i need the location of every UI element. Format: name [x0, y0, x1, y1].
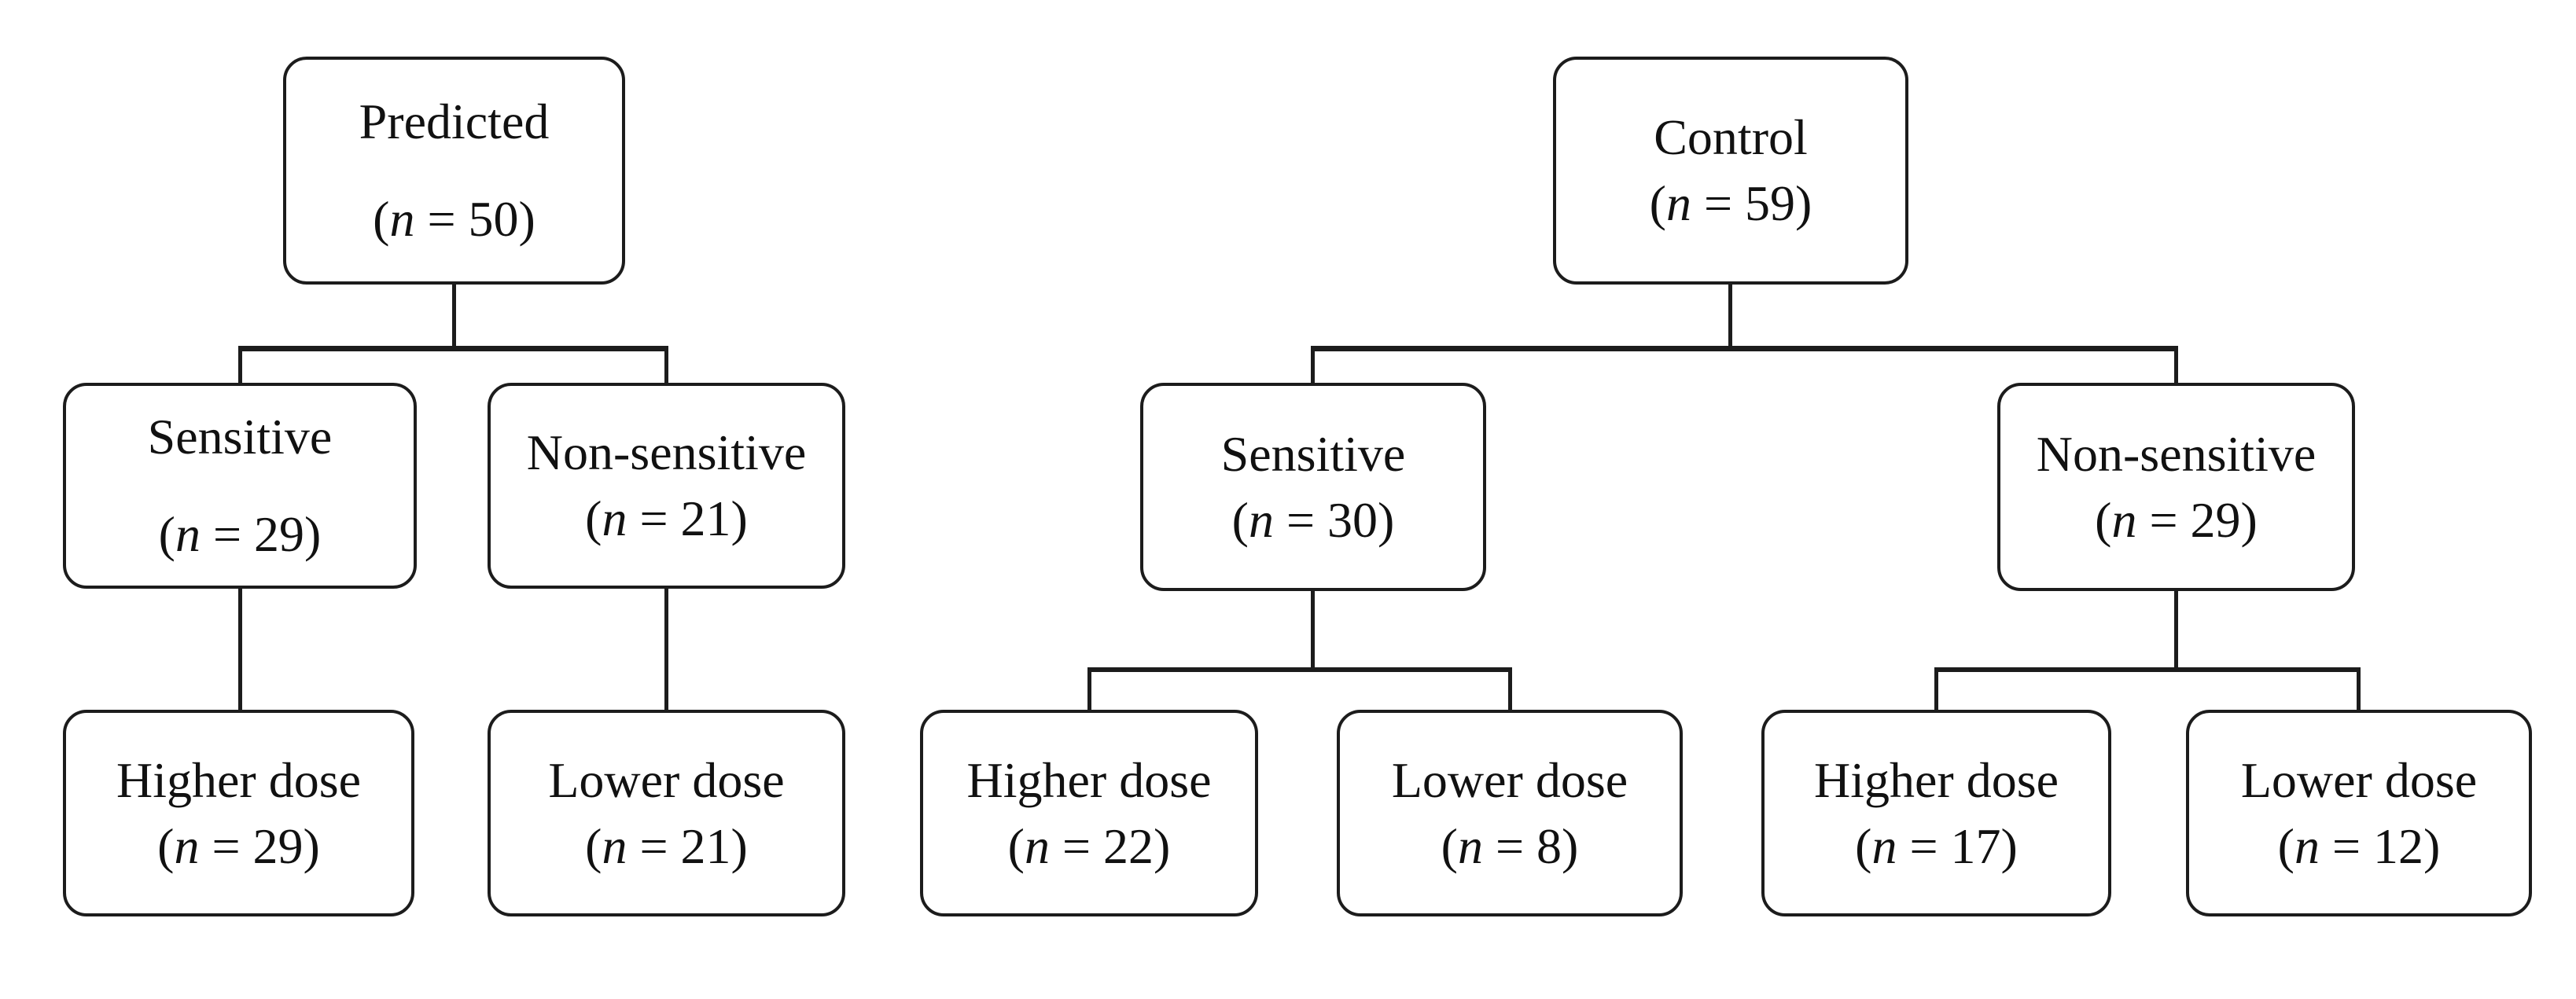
node-label: Sensitive: [147, 409, 333, 465]
node-label: Higher dose: [116, 751, 362, 808]
node-count: (n = 8): [1441, 817, 1579, 874]
connector-to-sensitive-predicted: [238, 346, 242, 383]
node-count: (n = 22): [1007, 817, 1171, 874]
connector-sensitive-control-split: [1087, 667, 1512, 672]
node-higher-predicted: Higher dose (n = 29): [63, 710, 414, 916]
node-nonsensitive-predicted: Non-sensitive (n = 21): [488, 383, 845, 589]
node-lower-predicted: Lower dose (n = 21): [488, 710, 845, 916]
node-predicted: Predicted (n = 50): [283, 57, 625, 285]
connector-to-nonsensitive-predicted: [664, 346, 668, 383]
connector-predicted-split: [238, 346, 668, 351]
connector-to-lower-nonsensitive-control: [2357, 667, 2361, 710]
connector-to-higher-nonsensitive-control: [1934, 667, 1938, 710]
node-label: Predicted: [359, 94, 550, 150]
node-count: (n = 21): [585, 817, 748, 874]
node-label: Higher dose: [1813, 751, 2059, 808]
node-count: (n = 59): [1649, 175, 1812, 231]
node-label: Non-sensitive: [526, 424, 807, 481]
node-lower-sensitive-control: Lower dose (n = 8): [1337, 710, 1683, 916]
node-count: (n = 21): [585, 490, 748, 546]
connector-to-lower-sensitive-control: [1508, 667, 1512, 710]
connector-control-split: [1311, 346, 2178, 351]
connector-to-higher-sensitive-control: [1087, 667, 1091, 710]
connector-sensitive-to-higher: [238, 589, 242, 710]
node-sensitive-control: Sensitive (n = 30): [1140, 383, 1486, 591]
node-label: Control: [1654, 109, 1808, 166]
node-label: Sensitive: [1220, 425, 1406, 482]
connector-predicted-stem: [452, 283, 456, 349]
node-label: Lower dose: [548, 751, 785, 808]
node-count: (n = 29): [2095, 491, 2258, 548]
connector-sensitive-control-stem: [1311, 591, 1315, 671]
connector-nonsensitive-control-stem: [2174, 591, 2178, 671]
node-count: (n = 29): [158, 506, 322, 562]
node-label: Lower dose: [2240, 751, 2478, 808]
node-count: (n = 12): [2277, 817, 2441, 874]
node-label: Lower dose: [1391, 751, 1628, 808]
node-control: Control (n = 59): [1553, 57, 1908, 285]
node-lower-nonsensitive-control: Lower dose (n = 12): [2186, 710, 2532, 916]
connector-nonsensitive-control-split: [1934, 667, 2361, 672]
connector-control-stem: [1728, 283, 1732, 349]
node-higher-sensitive-control: Higher dose (n = 22): [920, 710, 1258, 916]
node-count: (n = 17): [1855, 817, 2018, 874]
node-count: (n = 29): [157, 817, 320, 874]
connector-to-nonsensitive-control: [2174, 346, 2178, 383]
node-label: Higher dose: [966, 751, 1212, 808]
connector-nonsensitive-to-lower: [664, 589, 668, 710]
node-count: (n = 30): [1231, 491, 1395, 548]
node-count: (n = 50): [373, 191, 535, 247]
node-label: Non-sensitive: [2036, 425, 2317, 482]
node-sensitive-predicted: Sensitive (n = 29): [63, 383, 417, 589]
node-higher-nonsensitive-control: Higher dose (n = 17): [1761, 710, 2111, 916]
connector-to-sensitive-control: [1311, 346, 1315, 383]
node-nonsensitive-control: Non-sensitive (n = 29): [1997, 383, 2355, 591]
